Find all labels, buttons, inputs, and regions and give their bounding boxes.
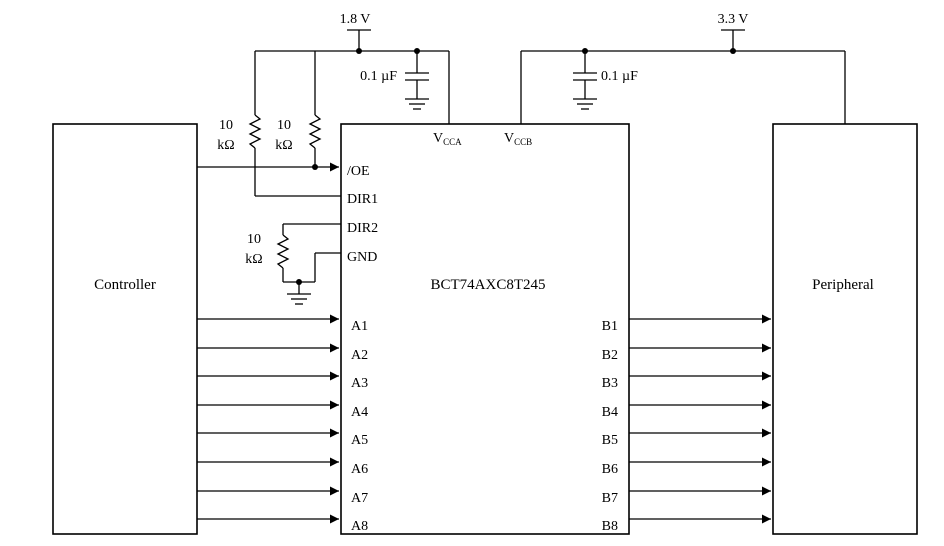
supply-3v3: 3.3 V bbox=[718, 12, 749, 51]
resistor-r2 bbox=[308, 51, 322, 167]
pin-a1-label: A1 bbox=[351, 319, 368, 334]
pin-a7-label: A7 bbox=[351, 491, 368, 506]
pin-vcca-label: VCCA bbox=[433, 131, 462, 147]
pin-a5-label: A5 bbox=[351, 433, 368, 448]
chip-name: BCT74AXC8T245 bbox=[430, 277, 545, 293]
pin-oe-label: /OE bbox=[347, 164, 370, 179]
pin-vccb-label: VCCB bbox=[504, 131, 532, 147]
supply-1v8-label: 1.8 V bbox=[340, 12, 371, 27]
pin-b2-label: B2 bbox=[602, 348, 618, 363]
resistor-r2-unit: kΩ bbox=[275, 138, 292, 153]
pin-b6-label: B6 bbox=[602, 462, 618, 477]
junction-dot bbox=[312, 164, 318, 170]
controller-label: Controller bbox=[94, 277, 156, 293]
peripheral-block bbox=[772, 123, 918, 535]
pin-dir1-label: DIR1 bbox=[347, 192, 378, 207]
pin-b3-label: B3 bbox=[602, 376, 618, 391]
pin-b7-label: B7 bbox=[602, 491, 618, 506]
pin-a2-label: A2 bbox=[351, 348, 368, 363]
capacitor-left-value: 0.1 µF bbox=[360, 69, 397, 84]
pin-dir2-label: DIR2 bbox=[347, 221, 378, 236]
resistor-r1-value: 10 bbox=[219, 118, 233, 133]
resistor-r3-value: 10 bbox=[247, 232, 261, 247]
pin-a8-label: A8 bbox=[351, 519, 368, 534]
controller-block bbox=[52, 123, 198, 535]
pin-a4-label: A4 bbox=[351, 405, 368, 420]
resistor-r1-unit: kΩ bbox=[217, 138, 234, 153]
gnd-connection bbox=[287, 252, 341, 305]
pin-a3-label: A3 bbox=[351, 376, 368, 391]
supply-3v3-label: 3.3 V bbox=[718, 12, 749, 27]
pin-a6-label: A6 bbox=[351, 462, 368, 477]
pin-b8-label: B8 bbox=[602, 519, 618, 534]
pin-gnd-label: GND bbox=[347, 250, 377, 265]
pin-b4-label: B4 bbox=[602, 405, 618, 420]
junction-dot bbox=[296, 279, 302, 285]
peripheral-label: Peripheral bbox=[812, 277, 874, 293]
resistor-r2-value: 10 bbox=[277, 118, 291, 133]
capacitor-right-value: 0.1 µF bbox=[601, 69, 638, 84]
capacitor-left bbox=[405, 51, 429, 110]
supply-1v8: 1.8 V bbox=[340, 12, 371, 51]
chip-block bbox=[340, 123, 630, 535]
junction-dot bbox=[356, 48, 362, 54]
capacitor-right bbox=[573, 51, 597, 110]
resistor-r1 bbox=[248, 51, 341, 197]
pin-b1-label: B1 bbox=[602, 319, 618, 334]
junction-dot bbox=[730, 48, 736, 54]
resistor-r3-unit: kΩ bbox=[245, 252, 262, 267]
pin-b5-label: B5 bbox=[602, 433, 618, 448]
